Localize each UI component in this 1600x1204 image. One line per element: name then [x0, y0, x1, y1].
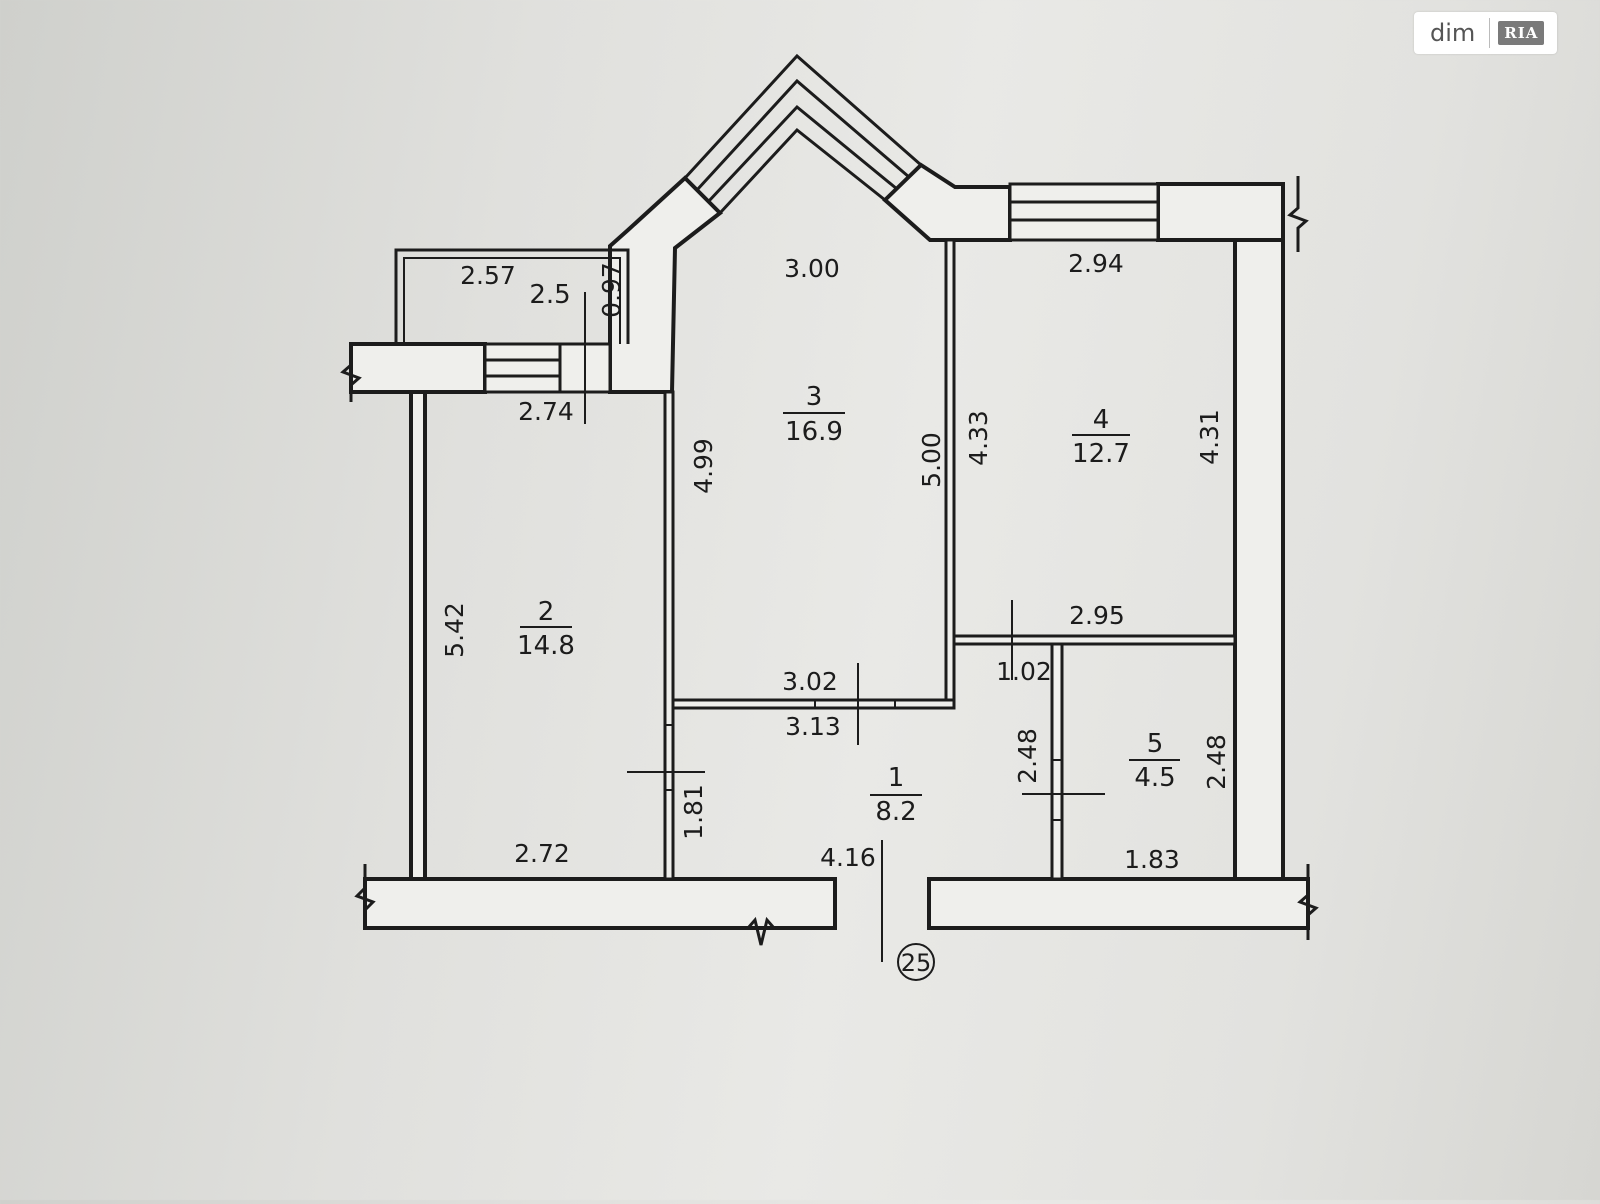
dim-room1-right: 2.48	[1013, 728, 1042, 784]
room2-number: 2	[538, 597, 555, 627]
dim-room1-top: 3.13	[785, 712, 841, 741]
room1-area: 8.2	[875, 797, 916, 827]
room2-area: 14.8	[517, 631, 575, 661]
bay-window	[683, 53, 922, 215]
window-balcony	[483, 342, 612, 394]
dim-room3-left: 4.99	[689, 438, 718, 494]
wall-top-right	[1156, 182, 1285, 242]
dim-balcony-depth: 0.97	[597, 262, 626, 318]
axis-marker-label: 25	[901, 949, 932, 977]
walls	[349, 162, 1310, 930]
wall-right	[1233, 238, 1285, 881]
wall-bay-left	[608, 175, 724, 394]
window-top-right	[1008, 182, 1160, 242]
watermark-badge: RIA	[1498, 21, 1545, 45]
dim-balcony-door: 2.74	[518, 397, 574, 426]
wall-top-left	[349, 342, 487, 394]
wall-bottom-right	[927, 877, 1310, 930]
entrance-axis	[834, 840, 930, 962]
dim-room2-height: 5.42	[440, 602, 469, 658]
dim-room5-bottom: 1.83	[1124, 845, 1180, 874]
dim-room1-left: 1.81	[679, 784, 708, 840]
dimension-ticks	[627, 600, 1105, 795]
wall-bottom-left	[363, 877, 837, 930]
axis-marker: 25	[897, 943, 935, 981]
balcony-area: 2.5	[529, 280, 570, 310]
balcony	[394, 248, 630, 424]
dim-room4-bottom: 2.95	[1069, 601, 1125, 630]
dim-room3-right: 5.00	[917, 432, 946, 488]
dim-room5-right: 2.48	[1202, 734, 1231, 790]
room5-area: 4.5	[1134, 763, 1175, 793]
room3-number: 3	[806, 382, 823, 412]
room4-number: 4	[1093, 405, 1110, 435]
dim-room1-bottom: 4.16	[820, 843, 876, 872]
dim-room4-right: 4.31	[1195, 409, 1224, 465]
room-labels: 2 14.8 3 16.9 4 12.7 1 8.2 5 4.5 2.5	[517, 280, 1176, 827]
dim-room4-top: 2.94	[1068, 249, 1124, 278]
dim-balcony-width: 2.57	[460, 261, 516, 290]
partitions	[663, 238, 1237, 881]
break-symbols	[340, 176, 1319, 946]
dim-room3-bottom: 3.02	[782, 667, 838, 696]
area-bars	[520, 412, 1180, 796]
dim-room3-top: 3.00	[784, 254, 840, 283]
wall-bay-right	[882, 162, 1012, 242]
room5-number: 5	[1147, 729, 1164, 759]
door-marks	[665, 700, 1062, 821]
watermark-brand: dim	[1430, 19, 1476, 47]
dimria-watermark: dim RIA	[1414, 12, 1557, 54]
room3-area: 16.9	[785, 417, 843, 447]
room4-area: 12.7	[1072, 439, 1130, 469]
wall-left	[409, 390, 427, 881]
dimension-labels: 2.57 0.97 2.74 5.42 2.72 3.00 4.99 5.00 …	[440, 249, 1231, 874]
dim-room1-corridor: 1.02	[996, 657, 1052, 686]
room1-number: 1	[888, 763, 905, 793]
dim-room4-left: 4.33	[964, 410, 993, 466]
watermark-divider	[1489, 18, 1491, 48]
dim-room2-width: 2.72	[514, 839, 570, 868]
